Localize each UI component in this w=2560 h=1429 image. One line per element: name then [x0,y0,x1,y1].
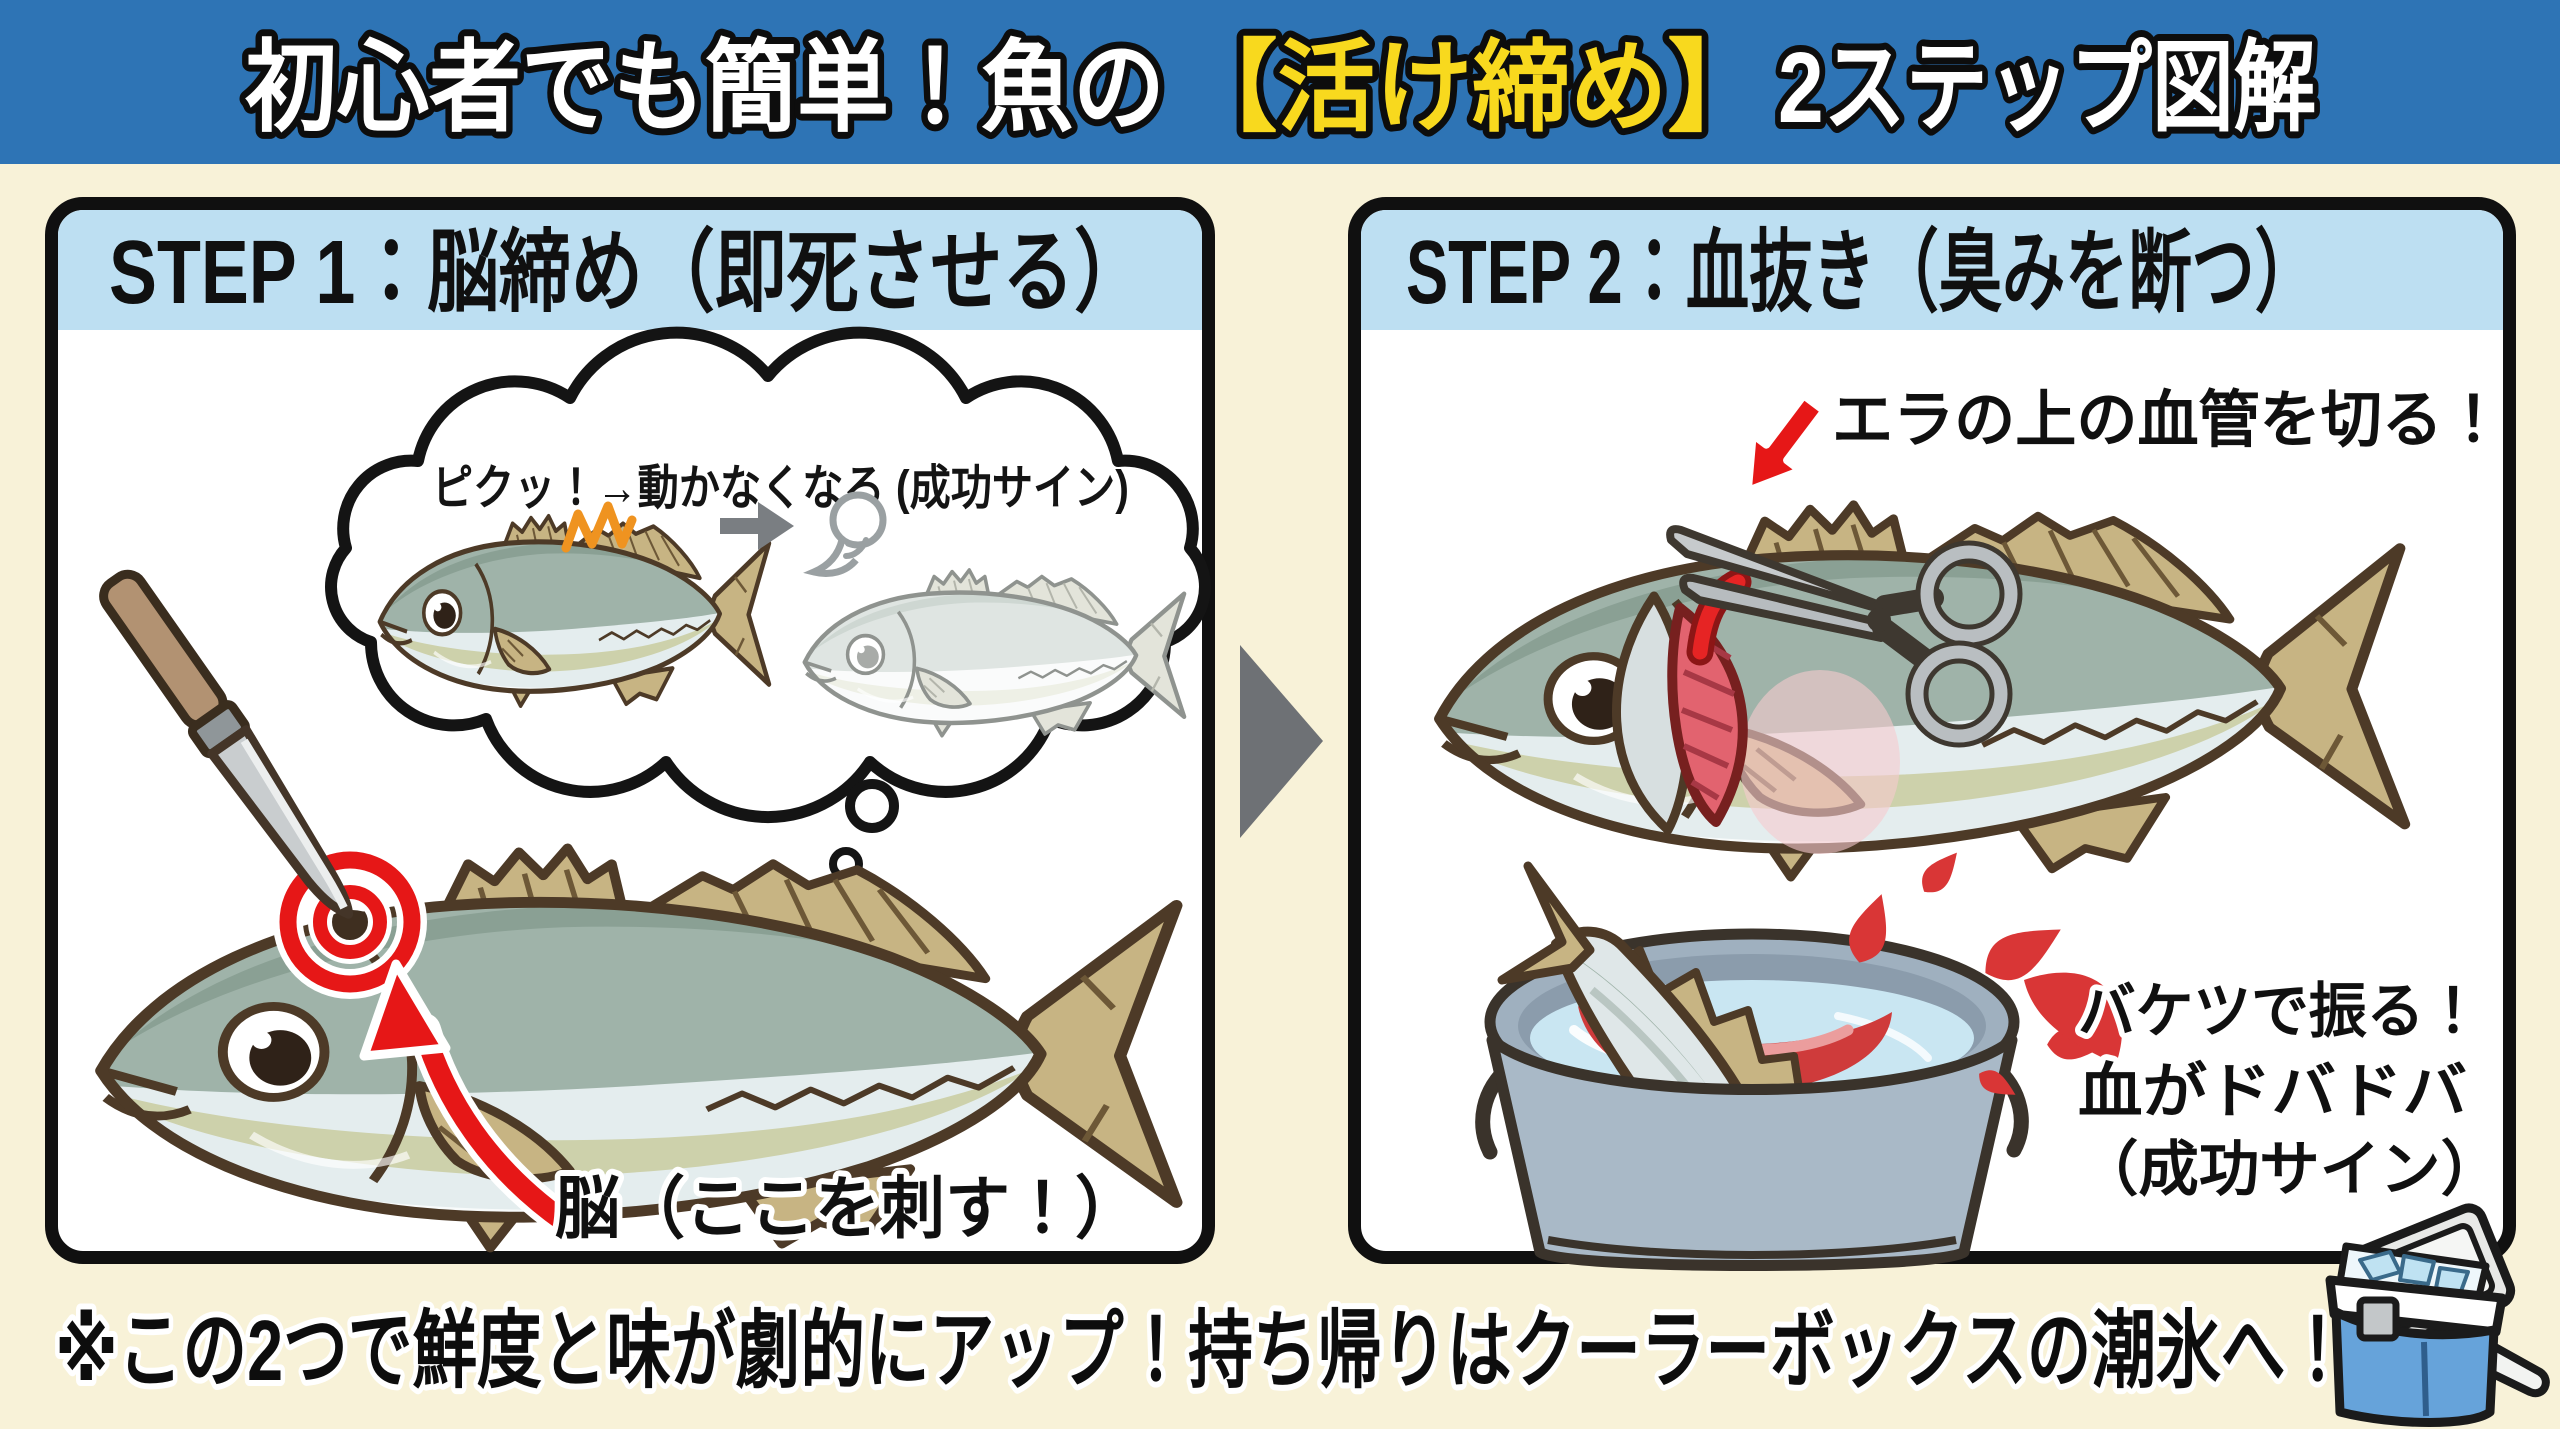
target-ring-red [313,885,387,959]
gill-comb [1667,603,1748,827]
startle-marks-icon [561,501,637,553]
page-title: 初心者でも簡単！魚の 【活け締め】 2ステップ図解 [238,25,2323,151]
arrow-shaft [413,1019,576,1233]
scissors-icon [1666,525,2023,748]
target-ring-red [279,851,421,993]
bubble-arrow-icon [720,502,794,550]
ice-cube [2398,1254,2436,1286]
gill-label: エラの上の血管を切る！ [1832,386,2504,455]
scissors-pivot [1867,608,1891,632]
step1-header-strip [58,210,1202,330]
ghost-swirl [843,537,869,559]
scissors-ring-inner [1920,545,2018,643]
cooler-body-seam [2421,1341,2429,1417]
step2-header-strip [1361,210,2503,330]
page-title-highlight: 【活け締め】 [1180,32,1765,144]
brain-label: 脳（ここを刺す！） [555,1171,1140,1247]
gill-blush [1740,670,1900,854]
knife-icon [99,569,354,919]
scissors-upper-blade [1666,525,1887,614]
bucket-label: バケツで振る！ 血がドバドバ （成功サイン） [2072,972,2507,1209]
arrow-shape [1743,391,1829,495]
bubble-trail-large [845,779,899,833]
blood-drop [1914,844,1967,900]
page-title-part1: 初心者でも簡単！魚の [245,32,1165,144]
scissors-arm [1872,617,1934,669]
bucket-label-line1: バケツで振る！ [2078,978,2482,1045]
blood-splash-icon [1842,844,2123,1104]
ice-cubes [2358,1250,2470,1296]
step1-red-arrow-icon [359,959,582,1239]
bucket-bottom-line [1547,1236,1957,1259]
step1-title: STEP 1：脳締め（即死させる） [109,223,1146,323]
bucket-front [1475,1034,2029,1271]
step2-title: STEP 2：血抜き（臭みを断つ） [1406,223,2318,323]
footer-note: ※この2つで鮮度と味が劇的にアップ！持ち帰りはクーラーボックスの潮氷へ！ [55,1304,2350,1399]
scissors-lower-blade [1679,573,1885,642]
cooler-latch [2356,1296,2400,1342]
ghost-head [829,491,887,549]
soul-ghost-icon [803,491,887,577]
ghost-tail [803,539,859,577]
cooler-box-icon [2325,1203,2550,1427]
bucket-label-line2: 血がドバドバ [2078,1058,2467,1125]
knife-blade [207,725,354,919]
bucket-label-line3: （成功サイン） [2078,1136,2501,1203]
bubble-text: ピクッ！→動かなくなる (成功サイン) [432,462,1129,515]
water-highlight [1834,1012,1932,1062]
blood-splash-blob [2024,972,2123,1064]
diving-fish-tail [1497,861,1595,985]
step-arrow-icon [1240,645,1323,838]
page-title-part2: 2ステップ図解 [1778,32,2316,144]
arrow-head [359,959,451,1061]
header-bar [0,0,2560,164]
target-rings-icon [273,845,427,999]
open-gill-icon [1612,568,1900,854]
bucket-front-wall [1486,1034,2018,1271]
knife-blade-highlight [240,738,348,910]
step2-red-arrow-icon [1743,391,1829,495]
knife-handle [99,569,228,730]
page-title-text: 初心者でも簡単！魚の 【活け締め】 2ステップ図解 [245,32,2316,144]
scissors-ring-inner [1910,645,2008,743]
